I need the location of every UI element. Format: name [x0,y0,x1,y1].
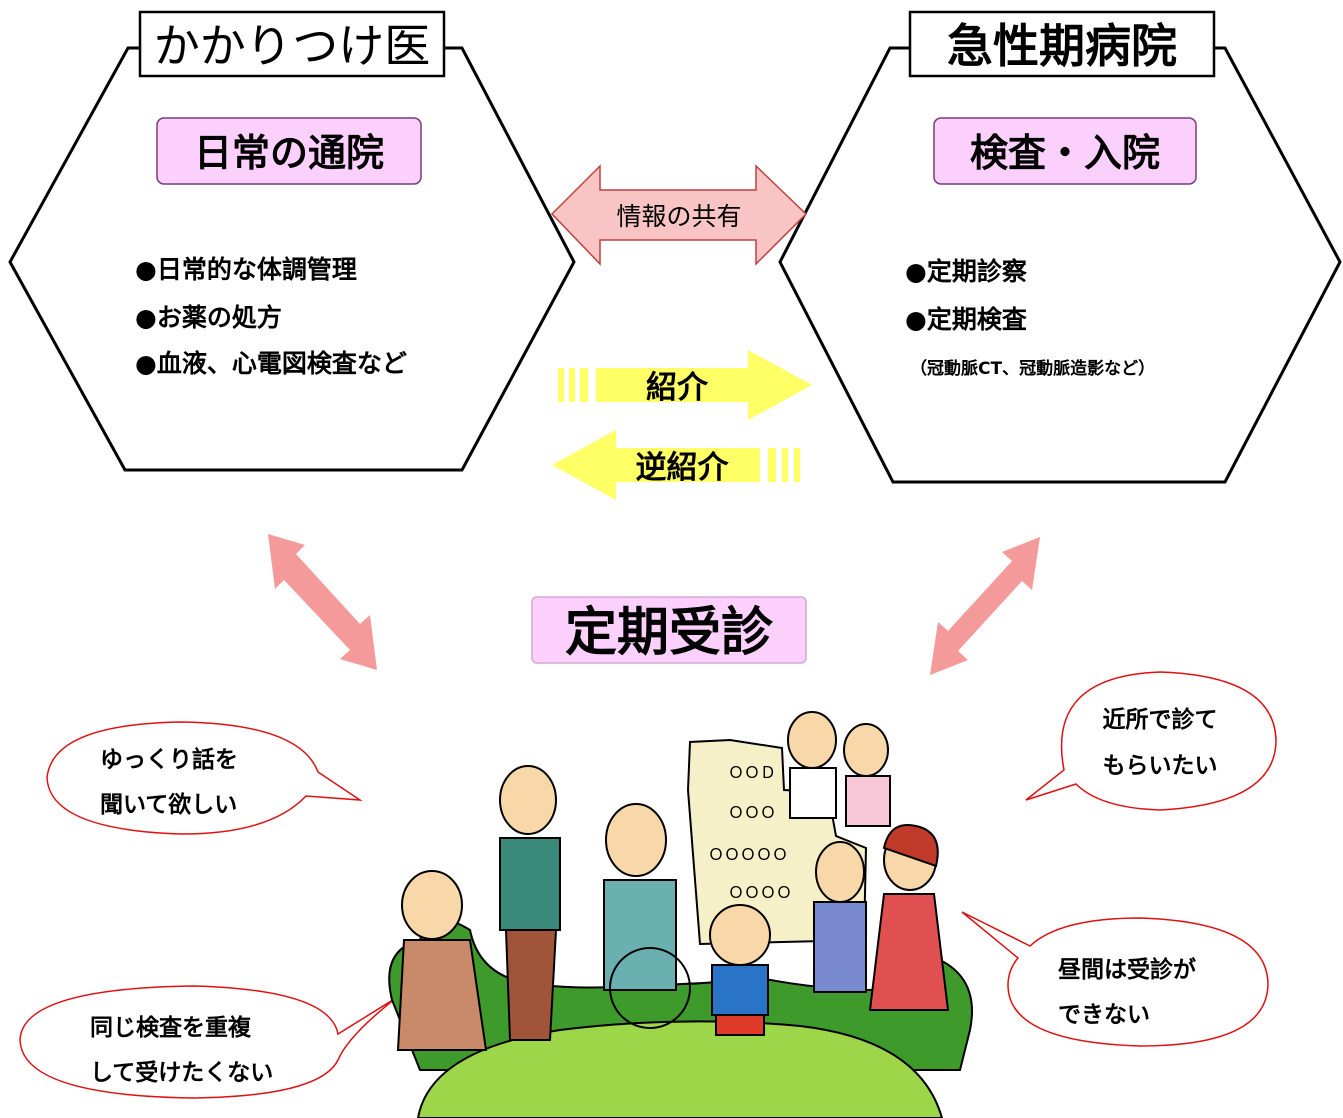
right-note: （冠動脈CT、冠動脈造影など） [910,358,1155,379]
regular-visit-label-group: 定期受診 [531,596,807,664]
person-nurse-body [845,775,891,827]
reverse-dash-1 [768,448,776,482]
right-hexagon-group: 急性期病院 検査・入院 ●定期診察 ●定期検査 （冠動脈CT、冠動脈造影など） [778,10,1342,484]
person-mother-body [868,893,950,1011]
person-man-body [499,837,561,931]
person-elder-body [603,879,677,991]
left-subtitle-box [156,117,422,185]
bubble-top-left: ゆっくり話を 聞いて欲しい [46,721,363,835]
right-hexagon [778,46,1342,484]
referral-arrow-shape [596,350,812,420]
info-share-label: 情報の共有 [616,202,741,231]
reverse-referral-label: 逆紹介 [636,450,730,486]
left-bullet-3: ●血液、心電図検査など [135,349,407,378]
right-subtitle: 検査・入院 [970,131,1160,175]
person-man-legs [504,929,558,1041]
svg-text:ＯＯＯＯＯ: ＯＯＯＯＯ [708,845,788,864]
bubble-bottom-left-line-1: 同じ検査を重複 [90,1014,252,1041]
referral-dash-1 [558,368,564,402]
bubble-bottom-right: 昼間は受診が できない [961,911,1269,1047]
left-diagonal-arrow-shape [268,534,377,670]
left-bullet-2: ●お薬の処方 [135,303,282,332]
bubble-top-left-line-2: 聞いて欲しい [100,791,237,818]
left-title-box [138,10,446,78]
referral-dash-2 [569,368,575,402]
svg-text:ＯＯＯ: ＯＯＯ [728,803,776,822]
person-mother-hair [882,824,939,868]
left-subtitle: 日常の通院 [194,131,384,175]
left-hexagon-group: かかりつけ医 日常の通院 ●日常的な体調管理 ●お薬の処方 ●血液、心電図検査な… [8,10,576,472]
bubble-top-right-line-2: もらいたい [1103,753,1218,779]
building-windows: ＯＯＤ ＯＯＯ ＯＯＯＯＯ ＯＯＯＯ [708,763,792,902]
right-title-box [908,10,1216,78]
person-elder-head [605,803,667,877]
bubble-top-right-shape [1025,671,1277,811]
reverse-referral-arrow: 逆紹介 [552,430,800,500]
bubble-bottom-right-line-1: 昼間は受診が [1058,956,1196,983]
bubble-top-right-line-1: 近所で診て [1103,706,1218,733]
left-title: かかりつけ医 [154,19,430,73]
bubble-top-left-shape [46,721,363,835]
grassy-hill [416,1020,944,1118]
person-doctor-head [787,711,837,769]
referral-label: 紹介 [646,370,709,406]
svg-text:ＯＯＯＯ: ＯＯＯＯ [728,883,792,902]
bubble-bottom-left-line-2: して受けたくない [90,1059,273,1086]
bubble-bottom-left: 同じ検査を重複 して受けたくない [19,985,397,1099]
reverse-dash-2 [782,448,788,482]
person-old-man-head [815,841,865,903]
right-diagonal-arrow [930,537,1040,675]
right-diagonal-arrow-shape [930,537,1040,675]
right-title: 急性期病院 [947,19,1177,73]
wheelchair-wheel [609,947,691,1029]
person-child-body [711,964,769,1016]
community-illustration: ＯＯＤ ＯＯＯ ＯＯＯＯＯ ＯＯＯＯ [388,711,973,1118]
left-diagonal-arrow [268,534,377,670]
left-bullet-1: ●日常的な体調管理 [135,255,357,284]
person-nurse-head [843,723,889,777]
bubble-bottom-right-shape [961,911,1269,1047]
person-child-head [709,904,771,966]
referral-arrow: 紹介 [558,350,812,420]
svg-text:ＯＯＤ: ＯＯＤ [728,763,776,782]
reverse-referral-arrow-shape [552,430,760,500]
bubble-top-left-line-1: ゆっくり話を [100,746,238,773]
person-elderly-woman-body [396,939,488,1051]
bubble-top-right: 近所で診て もらいたい [1025,671,1277,811]
referral-dash-3 [580,368,588,402]
right-bullet-1: ●定期診察 [905,257,1028,286]
person-doctor-body [789,767,837,819]
reverse-dash-3 [794,448,800,482]
person-elderly-woman-head [401,870,463,940]
regular-visit-box [531,596,807,664]
right-bullet-2: ●定期検査 [905,305,1027,334]
person-child-shorts [715,1014,765,1036]
info-share-arrow-shape [550,164,808,266]
bubble-bottom-left-shape [19,985,397,1099]
left-hexagon [8,46,576,472]
person-man-head [499,765,557,835]
people [396,711,950,1051]
info-share-arrow: 情報の共有 [550,164,808,266]
right-subtitle-box [933,117,1197,185]
person-old-man-body [813,901,867,993]
regular-visit-label: 定期受診 [565,603,774,663]
bubble-bottom-right-line-2: できない [1058,1002,1150,1028]
